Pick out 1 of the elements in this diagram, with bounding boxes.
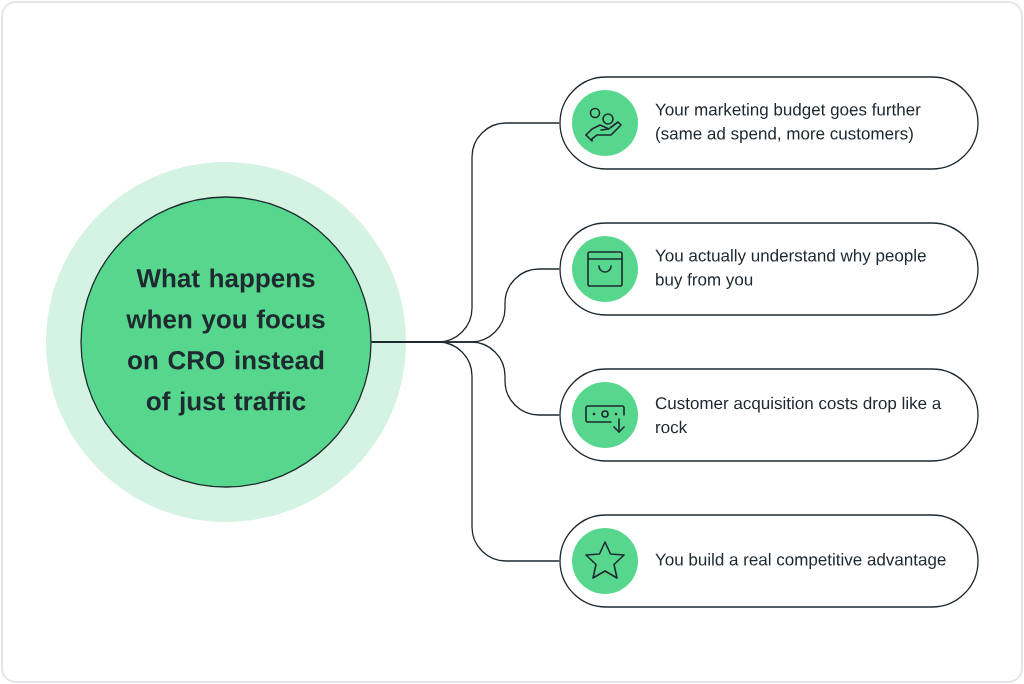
connector <box>371 341 560 562</box>
